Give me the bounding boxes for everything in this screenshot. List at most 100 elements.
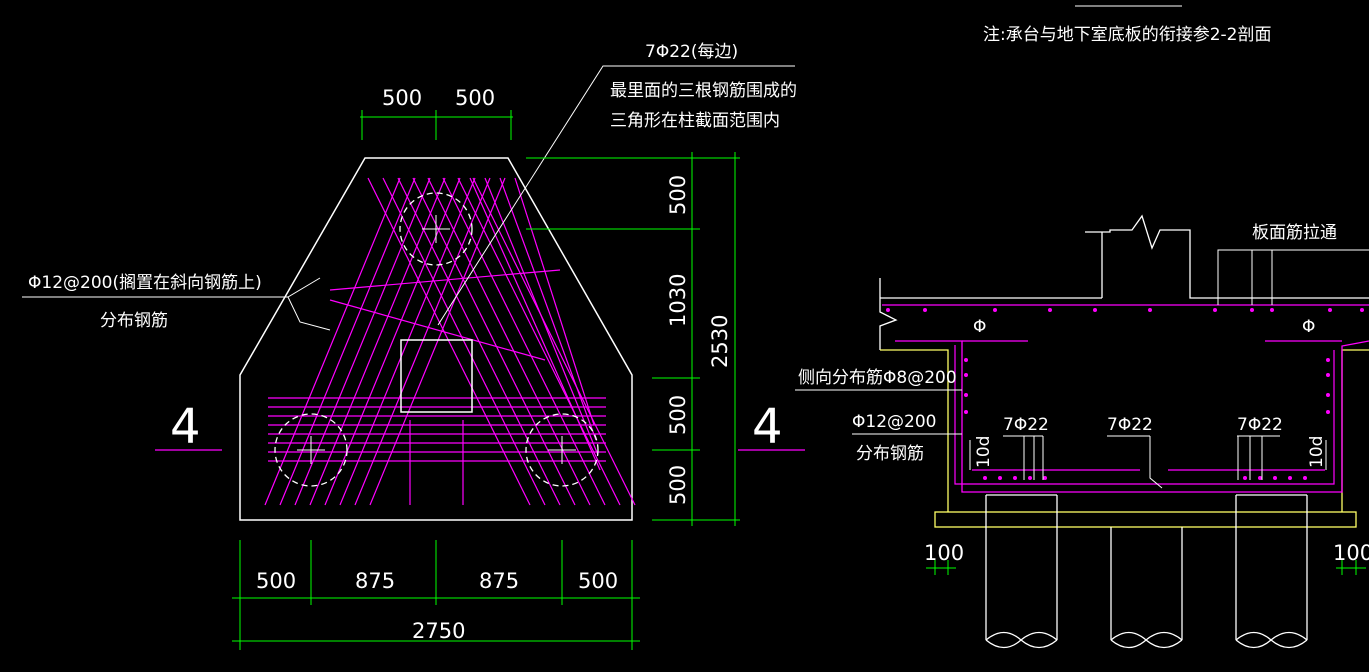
rebar-line — [427, 177, 591, 506]
dim-bottom-2: 875 — [355, 569, 395, 593]
dim-right-4: 500 — [666, 465, 690, 505]
pile-circle-right — [525, 413, 599, 487]
dim-right-3: 500 — [666, 395, 690, 435]
rebar-dot — [964, 358, 968, 362]
connection-note: 注:承台与地下室底板的衔接参2-2剖面 — [983, 25, 1272, 45]
rebar-dot — [886, 308, 890, 312]
anchor-label-left: 10d — [974, 436, 994, 468]
pile-left — [985, 494, 1058, 649]
dim-bottom-1: 500 — [256, 569, 296, 593]
slab-rebar-dots — [886, 308, 1364, 312]
rebar-line — [264, 177, 401, 506]
cap-right-wall — [1341, 349, 1369, 512]
rebar-line — [309, 177, 446, 506]
rebar-dot — [1303, 476, 1307, 480]
rebar-dot — [923, 308, 927, 312]
cap-rebar-inner — [954, 345, 1335, 485]
rebar-dot — [1328, 308, 1332, 312]
rebar-line — [514, 177, 595, 426]
dim-100-left — [926, 560, 956, 575]
dim-100-right-label: 100 — [1333, 541, 1369, 565]
rebar-dot — [983, 476, 987, 480]
rebar-dot — [1043, 476, 1047, 480]
rebar-dot — [1288, 476, 1292, 480]
dim-top-1: 500 — [382, 86, 422, 110]
rebar-diagonal-group-b — [264, 177, 601, 506]
cap-rebar-left — [895, 340, 1369, 493]
rebar-dot — [1048, 308, 1052, 312]
dist-rebar-label: Φ12@200 — [852, 412, 936, 432]
dim-100-left-label: 100 — [924, 541, 964, 565]
rebar-line — [469, 177, 601, 471]
pile-cap-plan-view: 7Φ22(每边) 最里面的三根钢筋围成的 三角形在柱截面范围内 Φ12@200(… — [22, 42, 805, 650]
bar-label-3: 7Φ22 — [1237, 415, 1283, 435]
rebar-line — [367, 177, 531, 506]
rebar-line — [369, 177, 506, 506]
dim-bottom-4: 500 — [578, 569, 618, 593]
anchor-label-right: 10d — [1307, 436, 1327, 468]
rebar-dot — [1326, 373, 1330, 377]
dim-bottom-3: 875 — [479, 569, 519, 593]
dim-bottom-total: 2750 — [412, 619, 465, 643]
rebar-dot — [1093, 308, 1097, 312]
pile-cap-section-view: 注:承台与地下室底板的衔接参2-2剖面 板面筋拉通 Φ Φ 侧向分布筋Φ8@20… — [795, 5, 1369, 649]
rebar-line — [339, 177, 476, 506]
rebar-dot — [1326, 358, 1330, 362]
rebar-dot — [1013, 476, 1017, 480]
phi-mark-left: Φ — [973, 317, 986, 337]
rebar-dot — [1326, 393, 1330, 397]
rebar-dot — [1148, 308, 1152, 312]
dist-rebar-sub: 分布钢筋 — [856, 444, 924, 464]
rebar-dot — [964, 410, 968, 414]
dim-right-total: 2530 — [708, 315, 732, 368]
bar-label-2: 7Φ22 — [1107, 415, 1153, 435]
slab-break-left — [879, 278, 898, 350]
pile-circle-left — [274, 413, 348, 487]
rebar-dot — [1326, 410, 1330, 414]
pile-cap-base — [934, 511, 1357, 528]
rebar-dot — [1360, 308, 1364, 312]
bar-leader-1 — [1003, 435, 1044, 480]
rebar-line — [499, 177, 597, 441]
note-line-2: 三角形在柱截面范围内 — [610, 111, 780, 131]
phi-mark-right: Φ — [1302, 317, 1315, 337]
slab-note-leader — [1217, 249, 1369, 305]
cap-rebar-dots — [964, 358, 1330, 480]
rebar-line — [354, 177, 491, 506]
rebar-dot — [1213, 308, 1217, 312]
rebar-dot — [964, 393, 968, 397]
rebar-dot — [1250, 308, 1254, 312]
top-dimension — [360, 110, 513, 140]
column-section — [400, 339, 473, 413]
rebar-dot — [1258, 476, 1262, 480]
rebar-horizontal-group — [268, 397, 606, 462]
rebar-line — [382, 177, 546, 506]
pile-circle-top — [399, 192, 473, 266]
dim-100-right — [1336, 560, 1366, 575]
pile-middle — [1110, 527, 1183, 649]
bar-label-1: 7Φ22 — [1003, 415, 1049, 435]
cap-left-wall — [880, 349, 949, 512]
dim-right-2: 1030 — [666, 274, 690, 327]
pile-cap-outline — [239, 157, 633, 521]
distribution-bar — [329, 269, 561, 291]
rebar-dot — [1028, 476, 1032, 480]
distribution-bar — [329, 299, 546, 361]
distribution-rebar-label: Φ12@200(搁置在斜向钢筋上) — [28, 273, 262, 293]
top-rebar-label: 7Φ22(每边) — [645, 42, 738, 62]
bar-leader-2 — [1107, 435, 1163, 489]
note-leader-line — [437, 65, 795, 326]
rebar-line — [484, 177, 599, 456]
section-mark-left: 4 — [170, 399, 201, 455]
rebar-line — [279, 177, 416, 506]
rebar-dot — [1243, 476, 1247, 480]
dist-leader-hook — [287, 296, 331, 331]
distribution-rebar-sub: 分布钢筋 — [100, 311, 168, 331]
slab-note: 板面筋拉通 — [1252, 223, 1337, 243]
pile-right — [1235, 494, 1308, 649]
slab-top-outline — [1085, 214, 1369, 299]
rebar-line — [472, 177, 636, 506]
rebar-dot — [1270, 308, 1274, 312]
note-line-1: 最里面的三根钢筋围成的 — [610, 81, 797, 101]
